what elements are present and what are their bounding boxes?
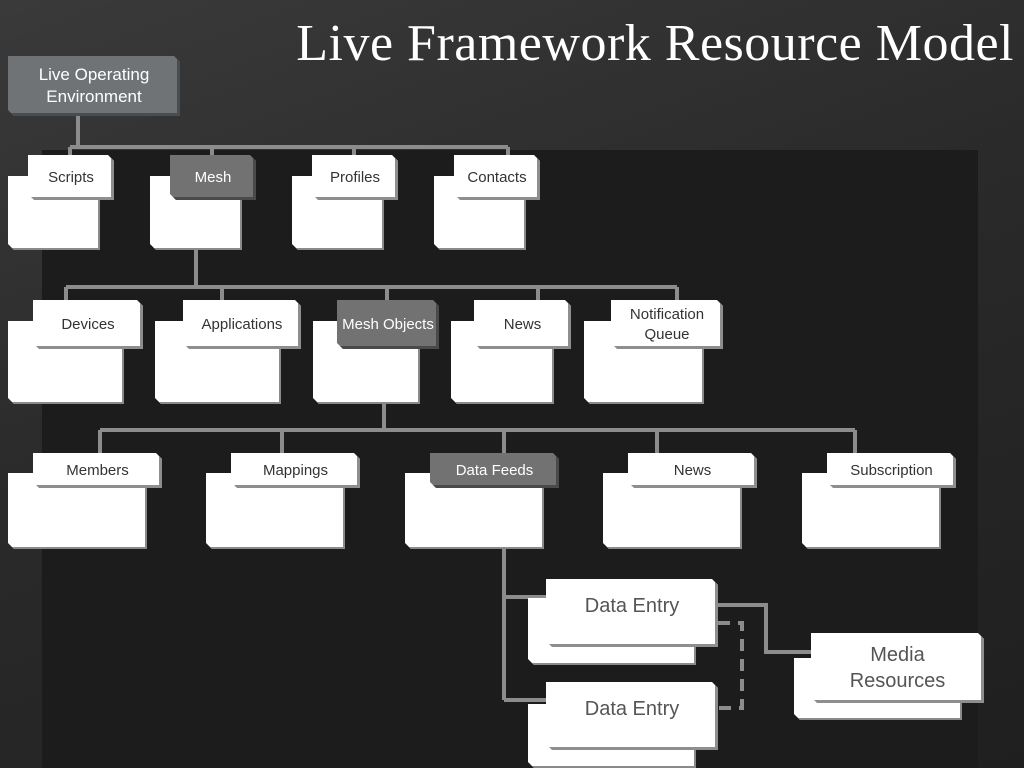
node-label: Subscription: [827, 453, 956, 488]
node-label: Data Entry: [546, 682, 718, 750]
node-label: Members: [33, 453, 162, 488]
node-label: Applications: [183, 300, 301, 349]
connector-datafeeds-entries: [502, 549, 548, 702]
node-label: Mappings: [231, 453, 360, 488]
node-label: Devices: [33, 300, 143, 349]
node-label: Mesh: [170, 155, 256, 200]
node-label: News: [474, 300, 571, 349]
connector-meshobjects-level3: [98, 404, 857, 455]
node-label: Scripts: [28, 155, 114, 200]
node-label: Contacts: [454, 155, 540, 200]
connector-entries-dashed: [718, 621, 744, 710]
connector-root-level1: [68, 116, 510, 157]
node-label: Media Resources: [811, 633, 984, 703]
node-label: Data Entry: [546, 579, 718, 647]
node-label: Mesh Objects: [337, 300, 439, 349]
node-label: Profiles: [312, 155, 398, 200]
node-label: Data Feeds: [430, 453, 559, 488]
connector-entry-media: [717, 603, 812, 654]
connector-mesh-level2: [64, 250, 679, 302]
slide-title: Live Framework Resource Model: [296, 15, 1014, 72]
node-label: News: [628, 453, 757, 488]
node-label: Notification Queue: [611, 300, 723, 349]
node-label: Live Operating Environment: [8, 56, 180, 116]
